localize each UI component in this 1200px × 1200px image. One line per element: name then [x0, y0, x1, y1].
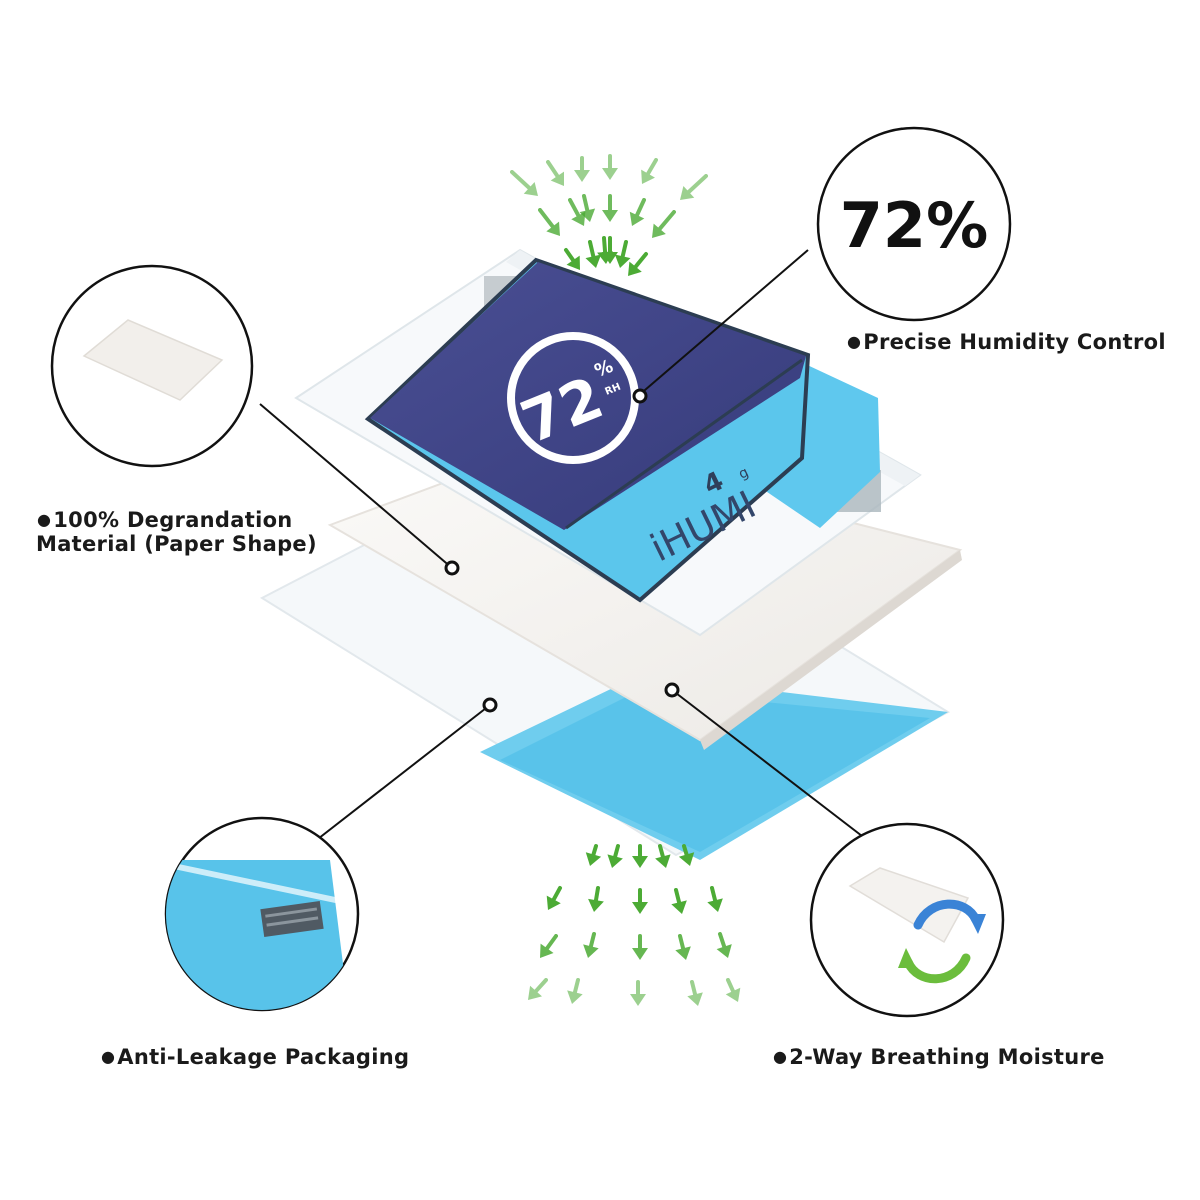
- label-precise-humidity: ●Precise Humidity Control: [847, 328, 1166, 356]
- arrow-down-icon: [725, 978, 741, 1002]
- label-degradation-line2: Material (Paper Shape): [36, 531, 317, 558]
- bullet-glyph: ●: [37, 510, 52, 529]
- callout-leakage-circle: [164, 816, 360, 1012]
- paper-sample-icon: [848, 867, 970, 944]
- callout-dot: [632, 388, 648, 404]
- arrow-down-icon: [546, 160, 564, 186]
- callout-dot: [482, 697, 498, 713]
- arrow-down-icon: [579, 194, 596, 222]
- arrow-down-icon: [680, 174, 708, 200]
- callout-dot: [664, 682, 680, 698]
- arrow-down-icon: [588, 886, 604, 912]
- arrow-down-icon: [538, 208, 560, 236]
- moisture-out-arrows: [528, 844, 741, 1006]
- bullet-glyph: ●: [773, 1047, 788, 1066]
- bullet-glyph: ●: [847, 332, 862, 351]
- callout-lines: [259, 249, 863, 843]
- arrow-down-icon: [687, 980, 703, 1006]
- arrow-down-icon: [632, 844, 648, 868]
- arrow-down-icon: [630, 980, 646, 1006]
- arrow-down-icon: [675, 934, 691, 960]
- arrow-down-icon: [567, 978, 583, 1004]
- label-text-line1: 100% Degrandation: [53, 508, 293, 532]
- arrow-down-icon: [602, 154, 618, 180]
- humidity-callout-value: 72%: [840, 189, 988, 262]
- arrow-down-icon: [585, 240, 602, 268]
- arrow-down-icon: [540, 934, 558, 958]
- arrow-down-icon: [602, 236, 618, 264]
- arrow-down-icon: [655, 844, 671, 868]
- moisture-in-arrows: [510, 154, 708, 276]
- arrow-down-icon: [629, 198, 646, 226]
- arrow-down-icon: [585, 844, 602, 866]
- arrow-down-icon: [614, 240, 631, 268]
- arrow-down-icon: [652, 210, 676, 238]
- recycle-arrows-icon: [898, 899, 986, 984]
- label-two-way-breathing: ●2-Way Breathing Moisture: [773, 1043, 1105, 1071]
- label-anti-leakage: ●Anti-Leakage Packaging: [101, 1043, 409, 1071]
- callout-dot: [444, 560, 460, 576]
- arrow-down-icon: [632, 888, 648, 914]
- arrow-down-icon: [528, 978, 548, 1000]
- arrow-down-icon: [568, 198, 586, 226]
- arrow-down-icon: [583, 932, 599, 958]
- arrow-down-icon: [628, 252, 648, 276]
- callout-paper-circle: [50, 264, 254, 468]
- bullet-glyph: ●: [101, 1047, 116, 1066]
- arrow-down-icon: [546, 886, 562, 910]
- arrow-down-icon: [678, 844, 695, 866]
- label-text: Precise Humidity Control: [863, 330, 1166, 354]
- label-text: 2-Way Breathing Moisture: [789, 1045, 1105, 1069]
- arrow-down-icon: [602, 194, 618, 222]
- arrow-down-icon: [671, 888, 687, 914]
- arrow-down-icon: [716, 932, 732, 958]
- arrow-down-icon: [641, 158, 658, 184]
- arrow-down-icon: [707, 886, 723, 912]
- arrow-down-icon: [632, 934, 648, 960]
- callout-humidity-circle: 72%: [816, 126, 1012, 322]
- label-degradation: ●100% Degrandation: [37, 506, 293, 534]
- paper-sample-icon: [82, 319, 224, 401]
- callout-breathing-circle: [809, 822, 1005, 1018]
- arrow-down-icon: [564, 248, 580, 270]
- arrow-down-icon: [574, 156, 590, 182]
- arrow-down-icon: [510, 170, 538, 196]
- label-text: Anti-Leakage Packaging: [117, 1045, 410, 1069]
- arrow-down-icon: [607, 844, 623, 868]
- label-text-line2: Material (Paper Shape): [36, 532, 317, 556]
